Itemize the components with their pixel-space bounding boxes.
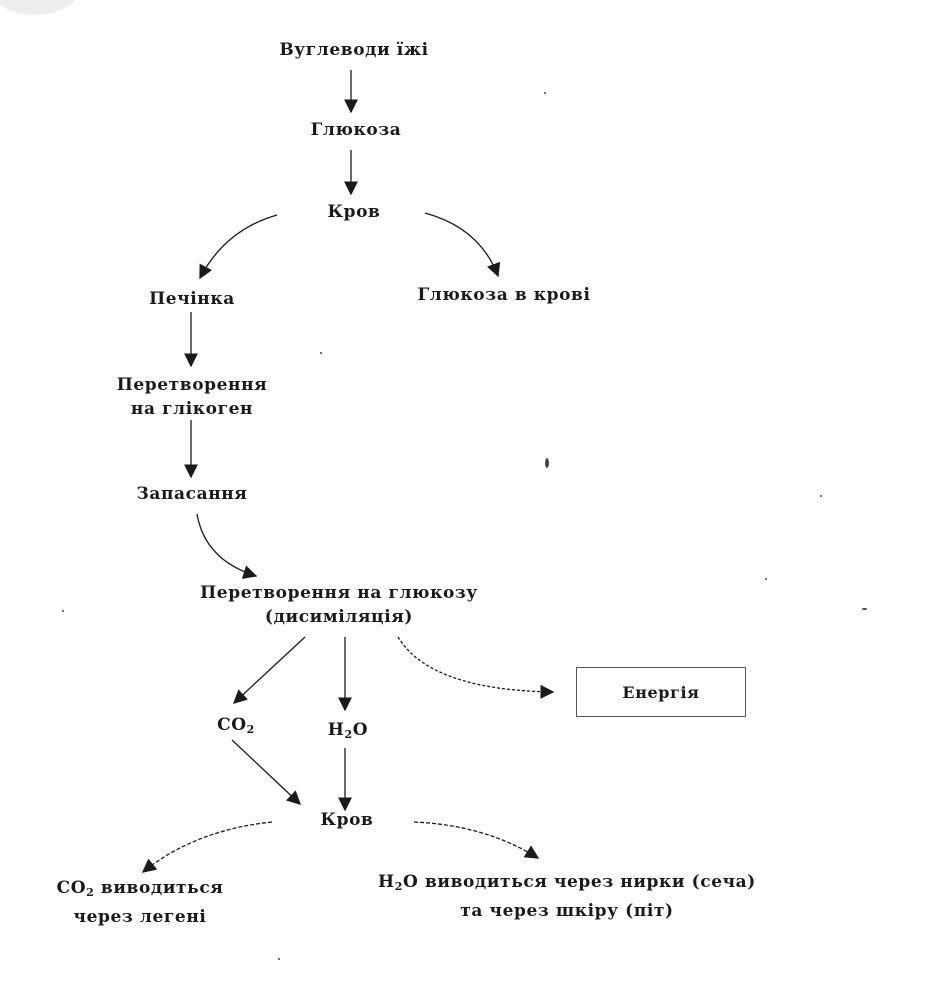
node-storage: Запасання — [136, 484, 248, 504]
scan-speck — [278, 958, 280, 960]
node-co2-exit-line1: CO2 виводиться — [57, 876, 224, 905]
co2-subscript: 2 — [246, 722, 255, 736]
node-co2: CO2 — [217, 713, 255, 742]
h2o-exit-subscript: 2 — [394, 879, 404, 893]
node-blood-glucose: Глюкоза в крові — [417, 285, 591, 305]
node-blood-top: Кров — [327, 202, 381, 222]
arrow-blood-to-h2o-exit — [413, 821, 540, 859]
node-co2-exit-line2: через легені — [73, 906, 207, 927]
co2-prefix: CO — [217, 715, 247, 735]
h2o-subscript: 2 — [344, 727, 353, 741]
node-food-carbs: Вуглеводи їжі — [279, 40, 429, 60]
node-to-glucose: Перетворення на глюкозу (дисиміляція) — [200, 581, 478, 629]
node-h2o: H2O — [328, 718, 368, 747]
scan-speck — [545, 458, 549, 468]
arrow-blood-to-liver — [199, 214, 278, 280]
arrow-blood-to-co2-exit — [141, 821, 273, 873]
co2-exit-prefix: CO — [56, 878, 87, 898]
h2o-prefix: H — [327, 720, 345, 740]
node-h2o-exit-line1: H2O виводиться через нирки (сеча) — [378, 870, 756, 899]
node-energy: Енергія — [622, 682, 700, 702]
node-blood-bottom: Кров — [320, 810, 374, 830]
co2-exit-subscript: 2 — [86, 885, 95, 899]
co2-exit-line1-rest: виводиться — [94, 878, 224, 898]
scan-speck — [862, 608, 867, 610]
node-energy-box: Енергія — [576, 667, 746, 717]
node-h2o-exit: H2O виводиться через нирки (сеча) та чер… — [378, 870, 756, 923]
h2o-exit-line1-rest: O виводиться через нирки (сеча) — [403, 872, 756, 892]
arrow-dissimilation-to-co2 — [232, 636, 306, 704]
node-glycogen-line1: Перетворення — [116, 375, 268, 395]
scan-speck — [820, 495, 822, 497]
scan-speck — [320, 352, 322, 354]
scan-speck — [62, 610, 64, 612]
arrow-dissimilation-to-energy — [397, 636, 555, 699]
node-liver: Печінка — [149, 289, 235, 309]
node-glycogen: Перетворення на глікоген — [117, 373, 268, 421]
h2o-exit-prefix: H — [378, 872, 395, 892]
node-glucose: Глюкоза — [310, 120, 402, 140]
arrow-co2-to-blood — [231, 739, 302, 805]
node-co2-exit: CO2 виводиться через легені — [57, 876, 224, 929]
arrow-storage-to-glucose — [196, 513, 258, 579]
arrow-blood-to-blood-glucose — [424, 212, 501, 278]
node-glycogen-line2: на глікоген — [130, 399, 254, 419]
node-to-glucose-line1: Перетворення на глюкозу — [200, 583, 478, 603]
h2o-suffix: O — [352, 720, 369, 740]
scan-speck — [544, 92, 546, 94]
node-to-glucose-line2: (дисиміляція) — [264, 607, 414, 627]
node-h2o-exit-line2: та через шкіру (піт) — [460, 900, 674, 921]
scan-speck — [765, 578, 767, 580]
